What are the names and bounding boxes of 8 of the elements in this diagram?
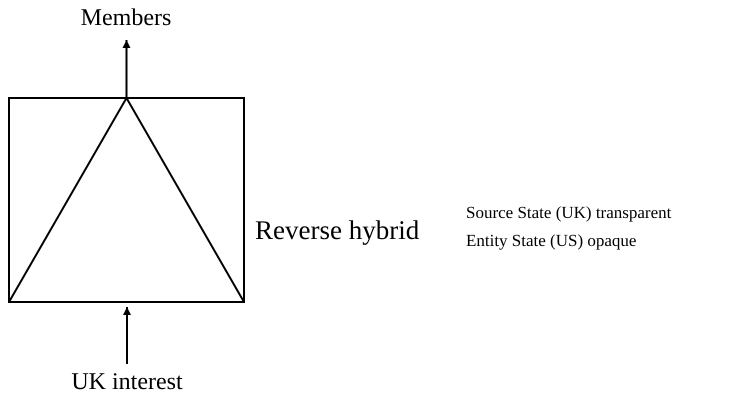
arrow xyxy=(123,307,131,364)
node-label: UK interest xyxy=(71,368,183,396)
node-caption: Reverse hybrid xyxy=(255,215,420,246)
node-label: Members xyxy=(80,4,172,32)
arrow xyxy=(122,40,130,97)
box-shape-drawing xyxy=(8,97,245,303)
note-text: Entity State (US) opaque xyxy=(466,231,636,251)
note-text: Source State (UK) transparent xyxy=(466,203,672,223)
